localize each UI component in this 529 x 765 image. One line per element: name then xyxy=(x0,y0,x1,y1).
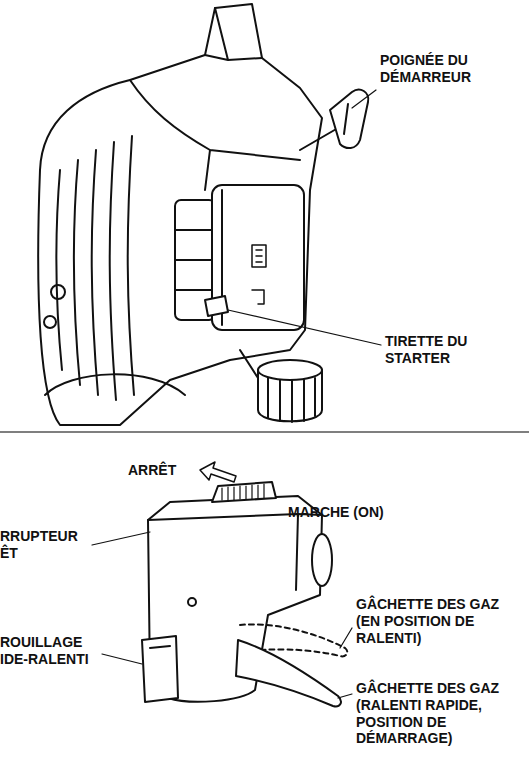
on-off-arrow xyxy=(200,462,236,482)
throttle-lever-lock xyxy=(142,636,178,702)
switch-position-label: ARRÊT xyxy=(128,462,198,479)
engine-housing xyxy=(38,4,322,425)
part-label: GÂCHETTE DES GAZ (EN POSITION DE RALENTI… xyxy=(356,596,522,646)
leader-line xyxy=(92,532,150,545)
starter-handle xyxy=(300,90,368,150)
leader-line xyxy=(102,654,142,664)
leader-line xyxy=(228,310,381,345)
recoil-cover xyxy=(45,374,185,395)
carburetor-detail xyxy=(175,230,215,290)
rocker-switch xyxy=(212,482,276,502)
shroud-edge xyxy=(130,80,300,190)
switch-position-label: MARCHE (ON) xyxy=(288,504,408,521)
engine-crest xyxy=(205,8,262,60)
choke-symbol xyxy=(252,245,266,304)
bolt xyxy=(51,285,65,299)
leader-line xyxy=(340,628,352,648)
part-label: POIGNÉE DU DÉMARREUR xyxy=(380,52,520,86)
part-label: RRUPTEUR ÊT xyxy=(0,528,95,562)
part-label: ROUILLAGE IDE-RALENTI xyxy=(0,634,105,668)
lock-detail xyxy=(150,646,170,648)
housing-edge xyxy=(148,514,322,590)
leader-line xyxy=(338,694,352,698)
divider xyxy=(0,431,529,433)
choke-lever xyxy=(205,296,228,316)
bolt xyxy=(44,316,56,328)
fuel-cap xyxy=(240,350,322,422)
throttle-trigger-fast-idle xyxy=(236,640,341,706)
engine-drawing xyxy=(38,4,368,425)
part-label: TIRETTE DU STARTER xyxy=(385,333,515,367)
leader-line xyxy=(352,90,376,108)
cooling-fins xyxy=(56,136,134,400)
leader-lines xyxy=(92,90,381,698)
grip-hole xyxy=(312,534,332,586)
screw xyxy=(188,598,196,606)
part-label: GÂCHETTE DES GAZ (RALENTI RAPIDE, POSITI… xyxy=(356,680,522,747)
switch-drawing xyxy=(142,462,347,706)
